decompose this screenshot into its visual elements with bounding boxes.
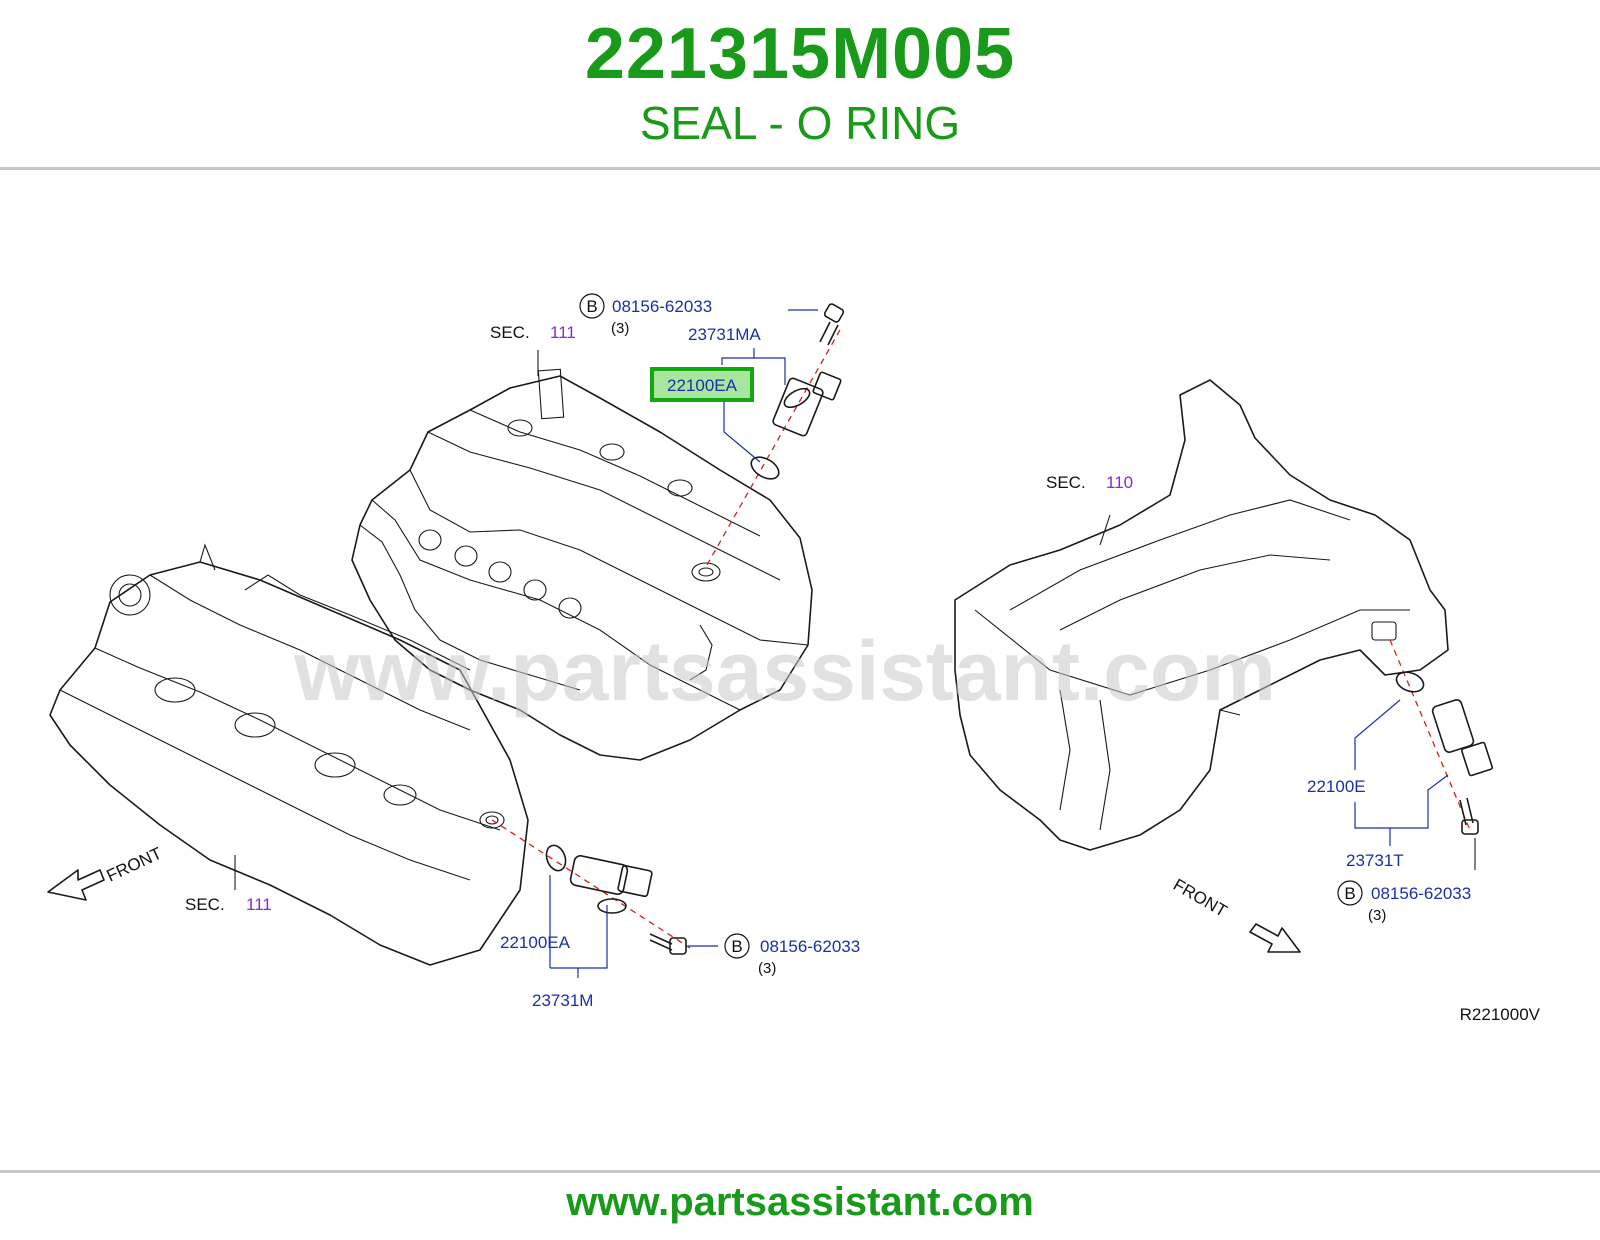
sec-number-left[interactable]: 111 [246,895,272,914]
sensor-assembly-left [491,819,691,955]
callout-bolt-top: B 08156-62033 (3) [579,293,712,337]
part-number-title: 221315M005 [584,14,1016,94]
o-ring-left-icon [545,844,567,872]
front-arrow-left-icon [47,869,105,901]
front-label-left: FRONT [104,844,165,886]
sec-number-right[interactable]: 110 [1106,473,1133,492]
callout-bolt-left: B 08156-62033 (3) [724,933,860,977]
seal-part-right[interactable]: 22100E [1307,777,1366,796]
seal-part-top-highlighted[interactable]: 22100EA [650,367,754,402]
bolt-marker-top-icon [579,293,605,319]
sensor-part-left[interactable]: 23731M [532,991,593,1010]
bolt-qty-right: (3) [1368,907,1386,924]
front-label-right: FRONT [1170,875,1230,921]
o-ring-right-icon [1395,671,1425,693]
bolt-part-top[interactable]: 08156-62033 [612,297,712,316]
bolt-part-left[interactable]: 08156-62033 [760,937,860,956]
highlight-box [650,367,754,402]
sec-prefix-right: SEC. [1046,473,1086,492]
bolt-right-icon [1459,797,1479,835]
front-arrow-right-icon [1249,923,1301,953]
bolt-marker-right-icon [1337,880,1363,906]
seal-part-left[interactable]: 22100EA [500,933,571,952]
front-indicator-right: FRONT [1170,875,1301,953]
bolt-top-icon [819,303,845,346]
header-divider [0,167,1600,170]
bolt-part-right[interactable]: 08156-62033 [1371,884,1471,903]
footer-url[interactable]: www.partsassistant.com [566,1180,1034,1224]
part-name-subtitle: SEAL - O RING [639,97,961,149]
callout-bolt-right: B 08156-62033 (3) [1337,880,1471,924]
sec-prefix-left: SEC. [185,895,225,914]
engine-block-right [954,379,1449,851]
bolt-marker-right: B [1344,884,1355,903]
drawing-code: R221000V [1460,1005,1541,1024]
bolt-marker-top: B [586,297,597,316]
sensor-left-icon [569,855,653,914]
sensor-part-right[interactable]: 23731T [1346,851,1404,870]
footer-divider [0,1170,1600,1173]
leader-lines [234,309,1476,978]
sensor-assembly-right [1389,639,1494,835]
section-label-left: SEC. 111 [185,895,272,914]
bolt-marker-left-icon [724,933,750,959]
o-ring-top-icon [750,456,780,480]
bolt-qty-top: (3) [611,320,629,337]
sensor-right-icon [1431,699,1494,777]
sensor-top-icon [772,371,842,437]
front-indicator-left: FRONT [47,844,165,901]
cylinder-head-lower [49,543,529,966]
sec-number-top[interactable]: 111 [550,323,576,342]
sec-prefix-top: SEC. [490,323,530,342]
bolt-marker-left: B [731,937,742,956]
sensor-part-top[interactable]: 23731MA [688,325,761,344]
seal-part-top-label[interactable]: 22100EA [667,376,738,395]
sensor-assembly-top [706,303,845,566]
section-label-right: SEC. 110 [1046,473,1133,492]
bolt-qty-left: (3) [758,960,776,977]
watermark-text: www.partsassistant.com [293,624,1276,718]
bolt-left-icon [649,933,687,955]
header: 221315M005 SEAL - O RING [0,0,1600,168]
section-label-top: SEC. 111 [490,323,576,342]
parts-diagram-svg: www.partsassistant.com [47,293,1541,1024]
parts-diagram: www.partsassistant.com [0,170,1600,1170]
cylinder-head-upper [351,368,813,761]
